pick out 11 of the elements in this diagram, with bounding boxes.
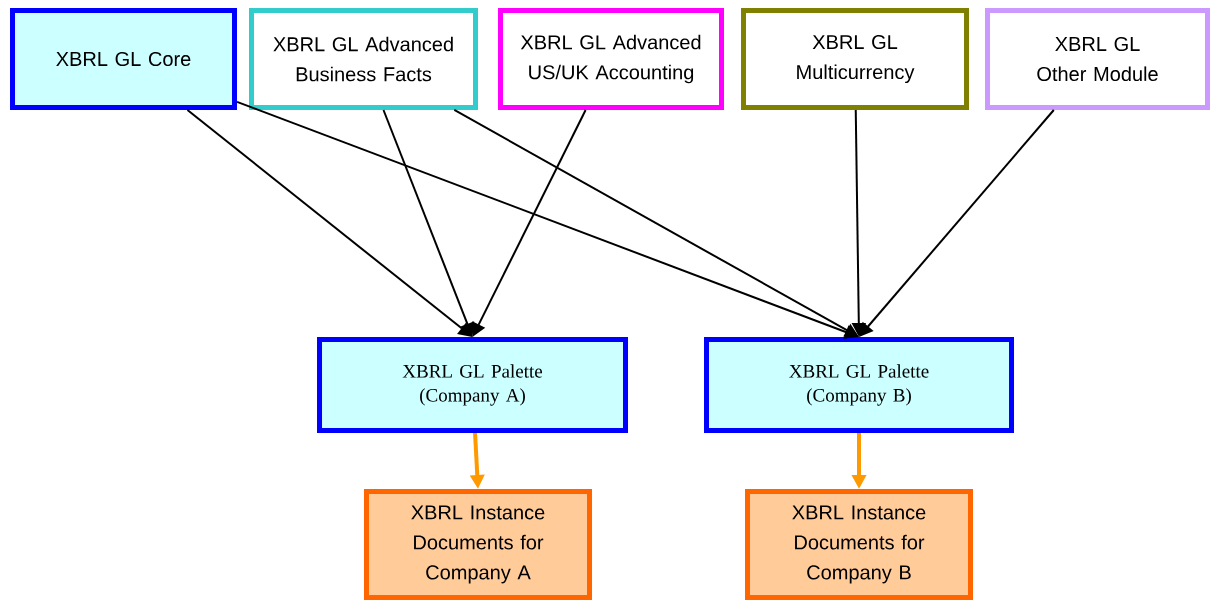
module-box: XBRL GL Multicurrency bbox=[741, 8, 969, 110]
module-box: XBRL GL Core bbox=[10, 8, 237, 110]
document-box: XBRL Instance Documents for Company A bbox=[364, 489, 592, 600]
palette-box: XBRL GL Palette (Company B) bbox=[704, 337, 1014, 433]
document-box: XBRL Instance Documents for Company B bbox=[745, 489, 973, 600]
arrow bbox=[453, 109, 859, 337]
palette-box: XBRL GL Palette (Company A) bbox=[317, 337, 628, 433]
module-box: XBRL GL Advanced US/UK Accounting bbox=[498, 8, 724, 110]
module-box: XBRL GL Advanced Business Facts bbox=[249, 8, 478, 110]
arrow bbox=[859, 109, 1055, 337]
module-box: XBRL GL Other Module bbox=[985, 8, 1210, 110]
